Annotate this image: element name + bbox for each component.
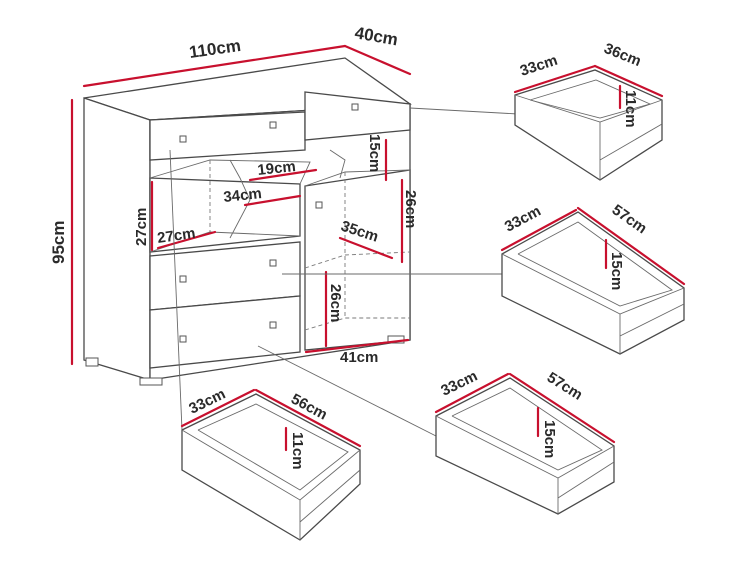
knob-icon [269, 321, 277, 329]
knob-icon [179, 275, 187, 283]
label-side-lower-height: 26cm [327, 284, 344, 322]
drawer-box [435, 377, 615, 515]
side-shelf-depth-dimension-line [338, 236, 394, 260]
depth-dimension-line [343, 44, 412, 76]
label-side-shelf-height: 26cm [402, 190, 419, 228]
drawer-depth-line [500, 208, 578, 252]
drawer-4: 33cm 57cm 15cm [434, 367, 616, 515]
drawer-width-line [576, 206, 686, 286]
drawer-inner [451, 387, 603, 471]
drawer-inner [517, 221, 673, 307]
label-drawer-height: 11cm [622, 90, 639, 128]
label-shelf-height: 27cm [133, 208, 150, 246]
shelf-depth-dimension-line [243, 194, 302, 207]
leader-line [257, 345, 437, 437]
knob-icon [179, 335, 187, 343]
knob-icon [179, 135, 187, 143]
knob-icon [315, 201, 323, 209]
knob-icon [351, 103, 359, 111]
drawer-depth-line [434, 372, 510, 414]
cabinet-foot [139, 377, 163, 386]
leader-line [169, 149, 183, 431]
side-shelf-edge [304, 251, 411, 269]
label-side-width: 41cm [340, 349, 378, 366]
drawer-width-line [508, 372, 616, 444]
width-dimension-line [82, 44, 347, 88]
drawer-2: 33cm 57cm 15cm [500, 201, 686, 355]
side-floor-edge [304, 317, 410, 331]
drawer-inner [197, 403, 349, 491]
label-cabinet-depth: 40cm [353, 23, 399, 49]
cabinet: 110cm 40cm 95cm 27cm 27cm 34cm 19cm 15cm… [49, 23, 419, 386]
drawer-width-line [593, 64, 664, 98]
drawer-front-lip [557, 461, 615, 499]
niche-width-dimension-line [248, 168, 318, 182]
drawer-inner [529, 79, 652, 119]
leader-line [409, 107, 519, 115]
side-width-dimension-line [304, 338, 410, 354]
label-cabinet-width: 110cm [188, 36, 242, 62]
label-drawer-width: 57cm [544, 369, 586, 404]
label-drawer-height: 11cm [289, 432, 306, 470]
label-drawer-height: 15cm [608, 252, 625, 290]
drawer-3: 33cm 56cm 11cm [180, 385, 362, 541]
leader-lines [169, 107, 519, 437]
open-shelf-divider [229, 159, 251, 239]
cabinet-foot [85, 357, 99, 367]
open-shelf-top-edge [149, 159, 311, 185]
label-shelf-depth: 34cm [223, 185, 263, 206]
label-drawer-width: 57cm [609, 201, 650, 237]
label-shelf-width: 27cm [156, 225, 196, 247]
drawer-box [181, 393, 361, 541]
drawer-width-line [254, 388, 362, 448]
label-drawer-depth: 33cm [518, 52, 560, 80]
drawer-1: 33cm 36cm 11cm [513, 40, 664, 181]
drawer-front-top-right [304, 91, 411, 141]
label-drawer-width: 36cm [602, 40, 644, 70]
label-cabinet-height: 95cm [49, 221, 68, 264]
drawer-box [501, 211, 685, 355]
drawer-depth-line [513, 64, 597, 94]
label-drawer-height: 15cm [541, 420, 558, 458]
label-niche-width: 19cm [257, 158, 297, 179]
side-compartment [304, 169, 411, 351]
niche-edge [329, 149, 346, 179]
label-drawer-depth: 33cm [438, 367, 480, 399]
drawer-box [514, 69, 663, 181]
drawer-front-lip [619, 303, 685, 337]
drawer-front-lip [599, 123, 663, 161]
drawer-front-top-left [149, 111, 306, 161]
drawer-front-lip [299, 469, 361, 523]
shelf-width-dimension-line [156, 230, 217, 250]
label-niche-height: 15cm [366, 134, 383, 172]
knob-icon [269, 121, 277, 129]
drawer-front-bottom [149, 295, 301, 369]
knob-icon [269, 259, 277, 267]
drawer-depth-line [180, 388, 256, 428]
